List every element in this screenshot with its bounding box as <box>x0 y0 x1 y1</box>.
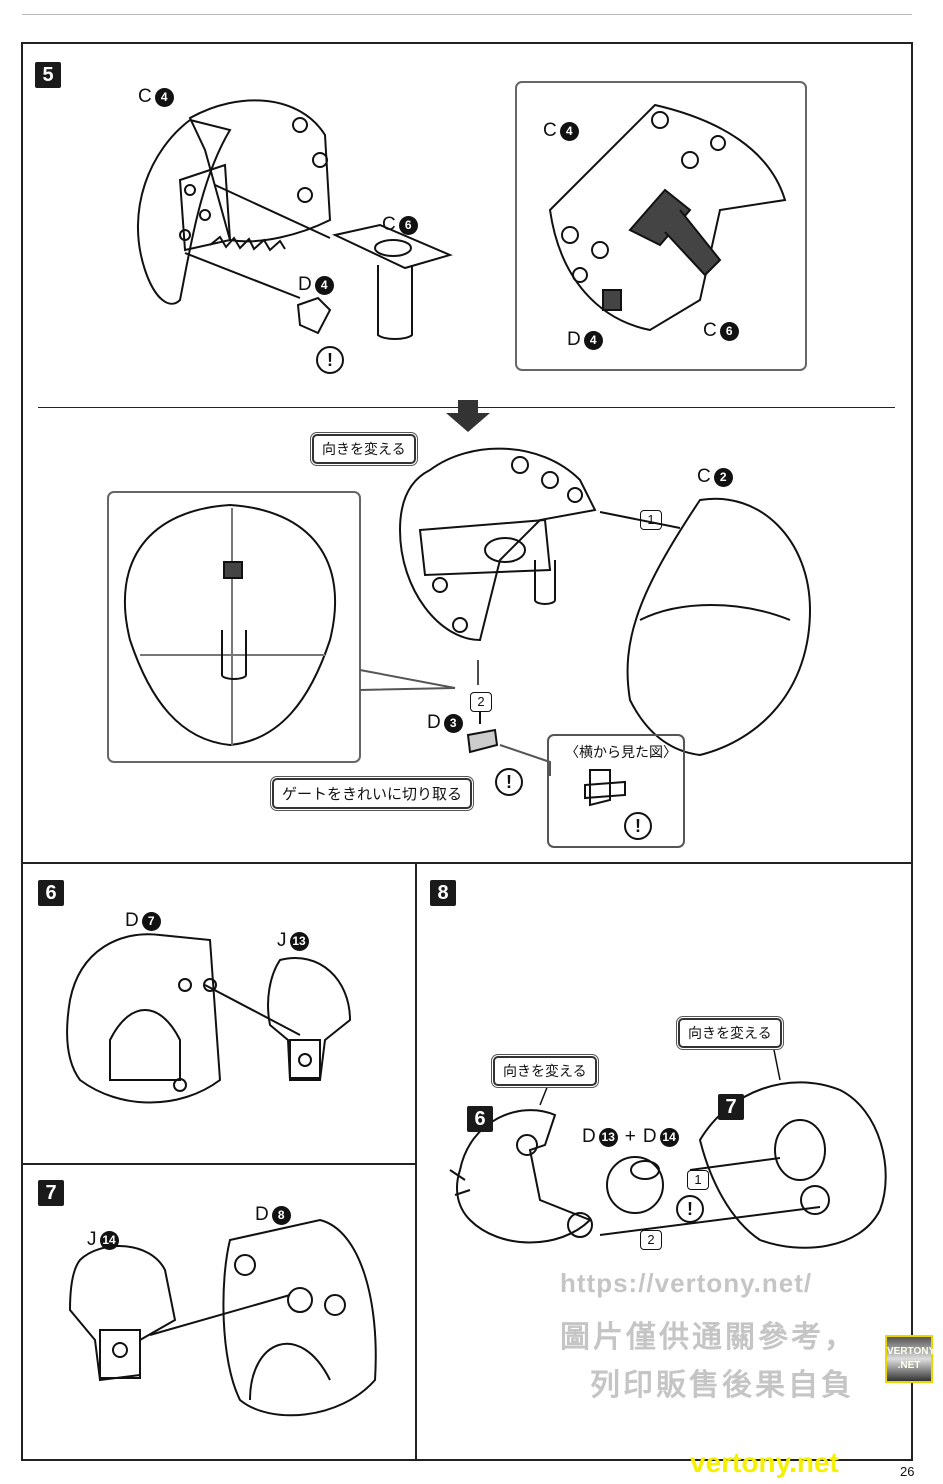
part-letter: C <box>697 466 711 487</box>
inset-frame <box>107 491 361 763</box>
part-number: 4 <box>154 87 174 107</box>
part-number: 4 <box>559 121 579 141</box>
plus-sign: + <box>624 1126 636 1147</box>
logo-text: VERTONY .NET <box>887 1346 936 1371</box>
note-cut-gate-cleanly: ゲートをきれいに切り取る <box>272 778 473 809</box>
step-5-badge: 5 <box>35 62 61 88</box>
part-d3-illustration <box>466 728 499 754</box>
part-letter: C <box>382 214 396 235</box>
side-view-frame <box>547 734 685 848</box>
part-letter: D <box>255 1204 269 1225</box>
part-number: 3 <box>443 713 463 733</box>
part-j14-illustration <box>68 1245 177 1382</box>
order-marker-2: 2 <box>470 692 492 712</box>
order-marker-1: 1 <box>640 510 662 530</box>
assembled-helmet-illustration <box>398 447 597 642</box>
part-c6-illustration <box>331 223 453 341</box>
part-letter: J <box>87 1229 97 1250</box>
inset-frame <box>515 81 807 371</box>
inset-back-view-illustration <box>123 503 337 747</box>
top-rule <box>22 14 912 15</box>
helmet-part-c4-illustration <box>137 99 332 305</box>
callout-pointer <box>499 744 551 776</box>
part-d8-illustration <box>222 1218 377 1417</box>
part-d7-illustration <box>66 933 222 1104</box>
step-7-badge: 7 <box>38 1180 64 1206</box>
footer-watermark: vertony.net <box>690 1447 839 1478</box>
callout-pointer <box>359 669 456 691</box>
part-number: 13 <box>289 931 309 951</box>
part-number: 4 <box>314 275 334 295</box>
part-letter: D <box>642 1126 657 1147</box>
assembly-arrow <box>204 984 301 1036</box>
inset-helmet-illustration <box>548 103 787 332</box>
part-number: 14 <box>659 1127 679 1147</box>
vertony-logo: VERTONY .NET <box>885 1335 936 1383</box>
step-8-badge: 8 <box>430 880 456 906</box>
part-6-assembly-illustration <box>449 1109 593 1244</box>
part-c2-illustration <box>626 497 812 757</box>
assembly-arrow <box>214 184 331 239</box>
assembly-arrow-1 <box>689 1157 781 1171</box>
part-number: 4 <box>583 330 603 350</box>
part-letter: J <box>277 930 287 951</box>
part-letter: C <box>138 86 152 107</box>
part-letter: D <box>582 1126 596 1147</box>
part-number: 2 <box>713 467 733 487</box>
assembly-arrow <box>149 1294 291 1336</box>
note-turn-around: 向きを変える <box>312 434 416 464</box>
step8-panel <box>415 862 913 1461</box>
part-d13-d14-illustration <box>606 1156 664 1214</box>
note-turn-around: 向きを変える <box>678 1018 782 1048</box>
step-6-badge: 6 <box>38 880 64 906</box>
assembly-arrow <box>184 252 301 299</box>
page-number: 26 <box>900 1464 915 1479</box>
caution-icon: ! <box>676 1195 704 1223</box>
watermark-url: https://vertony.net/ <box>560 1268 813 1298</box>
subassembly-7-badge: 7 <box>718 1094 744 1120</box>
part-number: 8 <box>271 1205 291 1225</box>
part-7-assembly-illustration <box>698 1081 887 1249</box>
assembly-arrow-2 <box>599 1206 821 1236</box>
part-letter: D <box>567 329 581 350</box>
part-number: 13 <box>598 1127 618 1147</box>
caution-icon: ! <box>316 346 344 374</box>
watermark-line1: 圖片僅供通關參考， <box>560 1321 857 1354</box>
part-number: 7 <box>141 911 161 931</box>
part-letter: D <box>427 712 441 733</box>
part-letter: D <box>298 274 312 295</box>
down-arrow <box>446 400 490 432</box>
caution-icon: ! <box>624 812 652 840</box>
watermark-line2: 列印販售後果自負 <box>590 1369 854 1402</box>
side-view-part-illustration <box>584 769 626 807</box>
part-letter: C <box>703 320 717 341</box>
part-letter: C <box>543 120 557 141</box>
part-number: 6 <box>398 215 418 235</box>
order-marker-1: 1 <box>687 1170 709 1190</box>
part-j13-illustration <box>267 957 352 1081</box>
side-view-title: 〈横から見た図〉 <box>565 744 677 760</box>
part-d4-illustration <box>296 296 332 335</box>
caution-icon: ! <box>495 768 523 796</box>
part-number: 6 <box>719 321 739 341</box>
part-letter: D <box>125 910 139 931</box>
subassembly-6-badge: 6 <box>467 1106 493 1132</box>
order-marker-2: 2 <box>640 1230 662 1250</box>
part-number: 14 <box>99 1230 119 1250</box>
note-turn-around: 向きを変える <box>493 1056 597 1086</box>
